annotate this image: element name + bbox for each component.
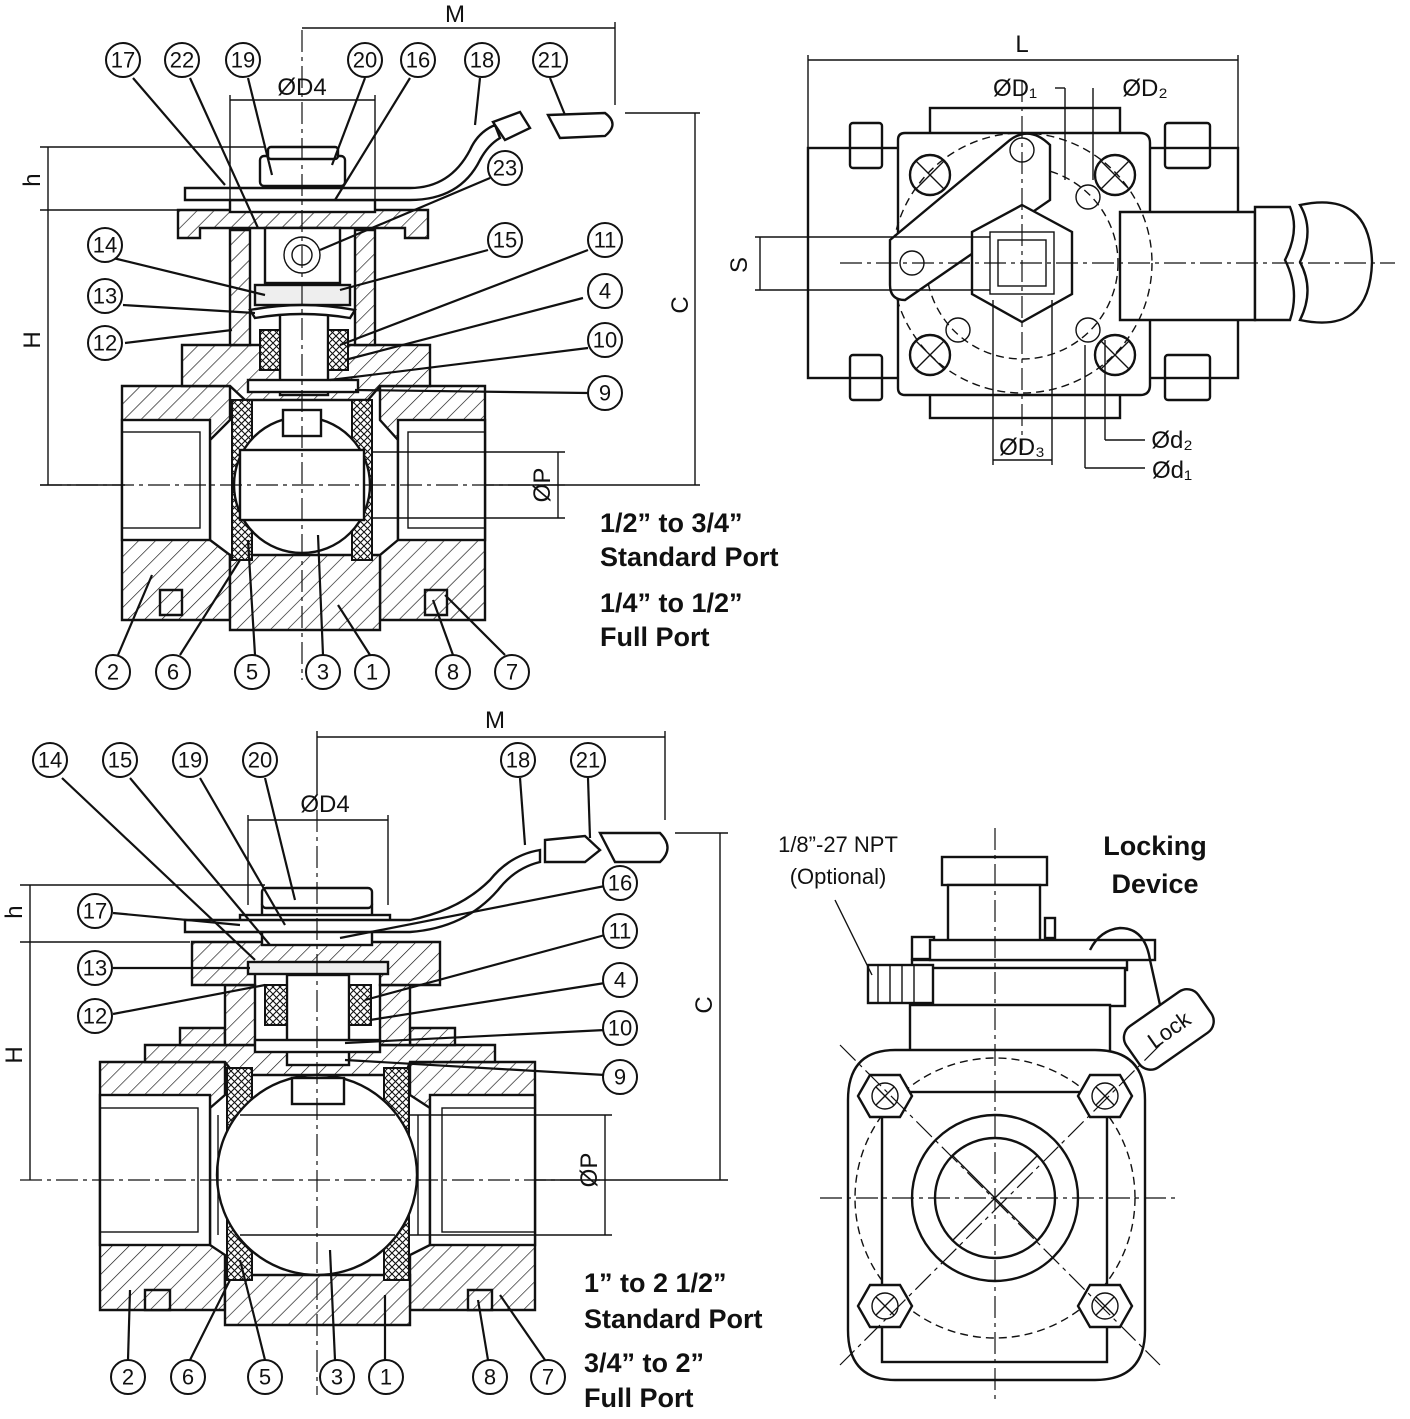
top-caption-3: 1/4” to 1/2”	[600, 588, 743, 618]
bottom-caption-1: 1” to 2 1/2”	[584, 1268, 727, 1298]
dim-m: M	[445, 1, 465, 28]
callout: 10	[593, 328, 617, 353]
npt-label-2: (Optional)	[790, 864, 887, 889]
callout: 6	[182, 1365, 194, 1390]
callout: 2	[122, 1365, 134, 1390]
plan-bolts	[908, 153, 1137, 377]
dim-d1-small: Ød₁	[1152, 457, 1192, 484]
bottom-caption-3: 3/4” to 2”	[584, 1348, 704, 1378]
dim-d4: ØD4	[277, 74, 326, 101]
callout: 7	[506, 660, 518, 685]
dim-m: M	[485, 707, 505, 734]
callout: 21	[576, 748, 600, 773]
callout: 18	[506, 748, 530, 773]
callout: 15	[108, 748, 132, 773]
bottom-callout-bubbles: 14 15 19 20 18 21 16 17 11 13 4 12 10 9 …	[32, 742, 638, 1395]
callout: 2	[107, 660, 119, 685]
dim-h-small: h	[19, 173, 46, 186]
dim-h-large: H	[19, 331, 46, 348]
callout: 10	[608, 1016, 632, 1041]
callout: 12	[83, 1004, 107, 1029]
callout: 1	[366, 660, 378, 685]
dim-s: S	[726, 257, 753, 273]
callout: 17	[111, 48, 135, 73]
top-caption-1: 1/2” to 3/4”	[600, 508, 743, 538]
dim-l: L	[1015, 31, 1028, 58]
callout: 14	[38, 748, 62, 773]
callout: 8	[484, 1365, 496, 1390]
bottom-section-view: M ØD4 h H C ØP	[1, 707, 763, 1413]
top-caption-4: Full Port	[600, 622, 710, 652]
bottom-caption-2: Standard Port	[584, 1304, 763, 1334]
callout: 21	[538, 48, 562, 73]
callout: 9	[599, 381, 611, 406]
top-leaders	[112, 77, 589, 656]
locking-device-view: Lock 1/8”-27 NPT (Optional) Locking Devi…	[778, 828, 1215, 1400]
callout: 1	[380, 1365, 392, 1390]
callout: 16	[608, 871, 632, 896]
callout: 12	[93, 331, 117, 356]
callout: 5	[259, 1365, 271, 1390]
callout: 18	[470, 48, 494, 73]
plan-view: L ØD₁ ØD₂ S ØD₃ Ød₂ Ød₁	[726, 31, 1395, 484]
callout: 15	[493, 228, 517, 253]
locking-title-1: Locking	[1103, 831, 1207, 861]
dim-d4: ØD4	[300, 791, 349, 818]
callout: 4	[599, 279, 611, 304]
callout: 19	[178, 748, 202, 773]
callout: 16	[406, 48, 430, 73]
locking-title-2: Device	[1111, 869, 1198, 899]
bottom-leaders	[61, 777, 606, 1361]
callout: 13	[83, 956, 107, 981]
callout: 23	[493, 156, 517, 181]
callout: 3	[317, 660, 329, 685]
callout: 11	[594, 228, 617, 253]
dim-c: C	[667, 296, 694, 313]
callout: 22	[170, 48, 194, 73]
callout: 4	[614, 968, 626, 993]
top-section-view: M ØD4 h H C ØP	[19, 1, 779, 690]
callout: 7	[542, 1365, 554, 1390]
dim-d1: ØD₁	[993, 75, 1037, 102]
callout: 8	[447, 660, 459, 685]
npt-label-1: 1/8”-27 NPT	[778, 832, 898, 857]
dim-c: C	[691, 996, 718, 1013]
dim-h-small: h	[1, 905, 28, 918]
callout: 19	[231, 48, 255, 73]
callout: 5	[246, 660, 258, 685]
dim-d3: ØD₃	[999, 434, 1045, 461]
callout: 11	[609, 919, 632, 944]
dim-h-large: H	[1, 1046, 28, 1063]
callout: 9	[614, 1065, 626, 1090]
dim-p: ØP	[576, 1153, 603, 1188]
callout: 3	[331, 1365, 343, 1390]
callout: 6	[167, 660, 179, 685]
locking-bolts	[856, 1073, 1134, 1329]
dim-d2-small: Ød₂	[1151, 427, 1192, 454]
dim-p: ØP	[529, 468, 556, 503]
top-callout-bubbles: 17 22 19 20 16 18 21 23 14 15 11 13 4 12…	[87, 42, 623, 690]
callout: 20	[248, 748, 272, 773]
bottom-caption-4: Full Port	[584, 1383, 694, 1413]
dim-d2: ØD₂	[1122, 75, 1167, 102]
callout: 13	[93, 284, 117, 309]
callout: 17	[83, 899, 107, 924]
callout: 14	[93, 233, 117, 258]
top-caption-2: Standard Port	[600, 542, 779, 572]
callout: 20	[353, 48, 377, 73]
